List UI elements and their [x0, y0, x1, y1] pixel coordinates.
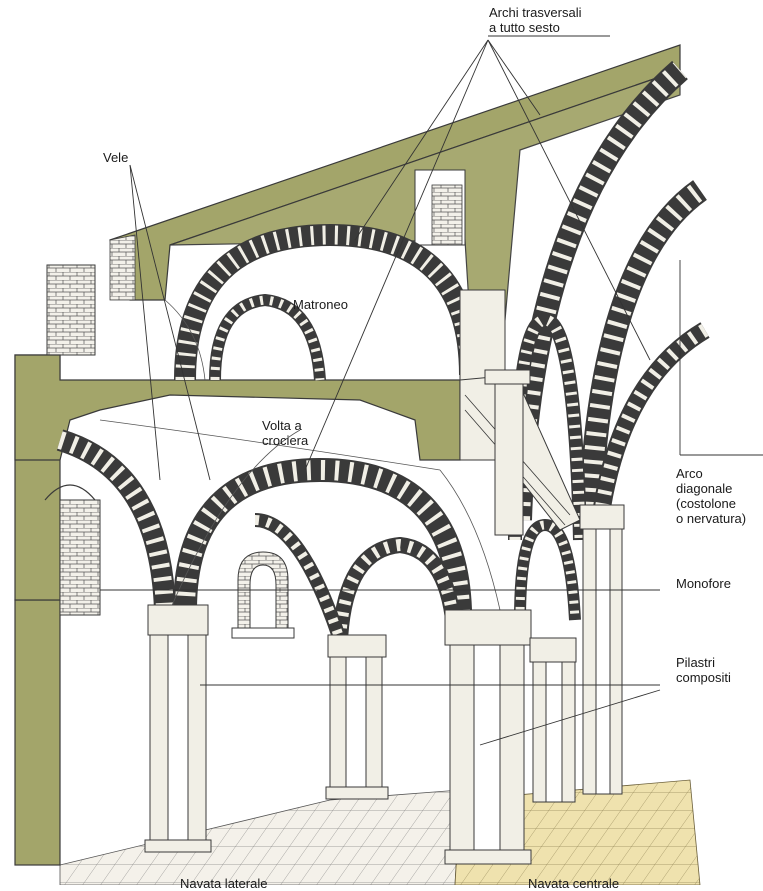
- gallery-floor-slab: [14, 354, 461, 461]
- label-volta-a-crociera: Volta a crociera: [262, 418, 309, 448]
- pier-3: [444, 609, 532, 865]
- matroneo-arch: [174, 223, 506, 381]
- pier-4: [529, 637, 577, 803]
- label-navata-centrale: Navata centrale: [528, 876, 620, 891]
- label-archi-trasversali: Archi trasversali a tutto sesto: [489, 5, 582, 35]
- vault-groins: [99, 299, 501, 611]
- label-navata-laterale: Navata laterale: [180, 876, 268, 891]
- label-vele: Vele: [103, 150, 129, 165]
- label-matroneo: Matroneo: [293, 297, 348, 312]
- label-monofore: Monofore: [676, 576, 731, 591]
- pier-2: [325, 634, 389, 800]
- pier-5: [579, 504, 625, 795]
- pier-1: [144, 604, 212, 853]
- floor-aisle: [59, 789, 461, 885]
- aisle-arches: [56, 429, 581, 643]
- label-arco-diagonale: Arco diagonale (costolone o nervatura): [676, 466, 747, 526]
- pier-6: [484, 369, 531, 536]
- label-pilastri-compositi: Pilastri compositi: [676, 655, 731, 685]
- monofora-window: [231, 551, 295, 639]
- upper-section: [109, 44, 681, 321]
- piers: [144, 369, 625, 865]
- leader-lines: [100, 35, 763, 746]
